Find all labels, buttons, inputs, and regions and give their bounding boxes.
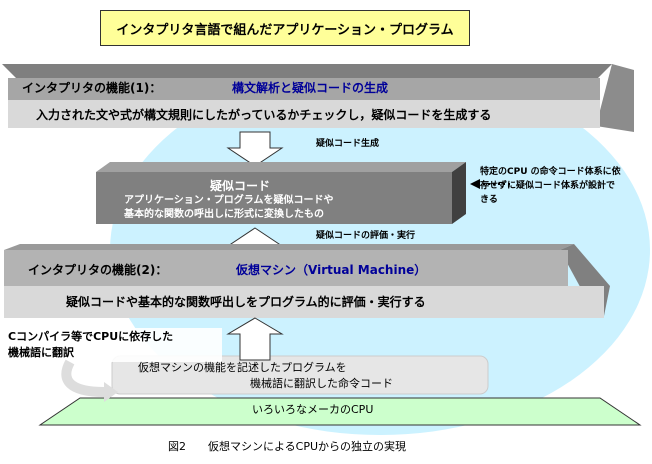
interpreter1-band-right bbox=[596, 64, 634, 132]
pseudo-code-line1: アプリケーション・プログラムを疑似コードや bbox=[124, 195, 334, 206]
interpreter1-heading: 構文解析と疑似コードの生成 bbox=[232, 81, 389, 95]
app-title: インタプリタ言語で組んだアプリケーション・プログラム bbox=[116, 22, 454, 38]
pseudo-box-front bbox=[96, 172, 452, 224]
interpreter2-band-bottom bbox=[4, 286, 604, 318]
app-title-box: インタプリタ言語で組んだアプリケーション・プログラム bbox=[100, 10, 470, 46]
interpreter2-band-top bbox=[4, 250, 568, 286]
interpreter2-band-bevel bbox=[4, 244, 574, 250]
interpreter1-band-top bbox=[8, 78, 600, 100]
pseudo-code-line2: 基本的な関数の呼出しに形式に変換したもの bbox=[124, 209, 324, 220]
compiler-curved-arrow bbox=[61, 359, 105, 397]
interpreter2-heading: 仮想マシン（Virtual Machine） bbox=[236, 263, 427, 277]
arrow-up-2 bbox=[226, 317, 284, 361]
interpreter1-label: インタプリタの機能(1)： bbox=[22, 81, 162, 95]
compiler-note-line1: Cコンパイラ等でCPUに依存した bbox=[8, 330, 174, 343]
interpreter1-band-bottom bbox=[8, 100, 600, 128]
interpreter2-label: インタプリタの機能(2)： bbox=[28, 263, 168, 277]
pseudo-box-side bbox=[452, 162, 466, 224]
interpreter2-description: 疑似コードや基本的な関数呼出しをプログラム的に評価・実行する bbox=[66, 295, 426, 309]
compiler-note-bg bbox=[6, 328, 222, 362]
cpu-note-line3: きる bbox=[480, 195, 498, 205]
compiler-note-line2: 機械語に翻訳 bbox=[8, 346, 74, 359]
cpu-parallelogram bbox=[38, 397, 642, 426]
pseudo-code-generation-label: 疑似コード生成 bbox=[316, 139, 380, 149]
arrow-down-1 bbox=[226, 131, 284, 167]
interpreter1-band-bevel bbox=[2, 64, 612, 80]
vm-box-line1: 仮想マシンの機能を記述したプログラムを bbox=[138, 361, 347, 374]
vm-code-box bbox=[111, 355, 489, 395]
cpu-note-line1: 特定のCPU の命令コード体系に依 bbox=[480, 167, 621, 177]
figure-caption: 図2 仮想マシンによるCPUからの独立の実現 bbox=[168, 440, 407, 453]
cpu-note-arrowhead bbox=[470, 179, 480, 189]
cpu-note-line2: 存せずに疑似コード体系が設計で bbox=[480, 181, 616, 191]
cpu-box-label: いろいろなメーカのCPU bbox=[252, 403, 374, 416]
eval-exec-label: 疑似コードの評価・実行 bbox=[316, 231, 416, 241]
pseudo-box-top bbox=[96, 162, 466, 172]
compiler-curved-arrowhead bbox=[104, 382, 118, 402]
pseudo-code-title: 疑似コード bbox=[210, 179, 271, 193]
vm-box-line2: 機械語に翻訳した命令コード bbox=[250, 377, 393, 390]
interpreter1-description: 入力された文や式が構文規則にしたがっているかチェックし，疑似コードを生成する bbox=[36, 108, 492, 122]
